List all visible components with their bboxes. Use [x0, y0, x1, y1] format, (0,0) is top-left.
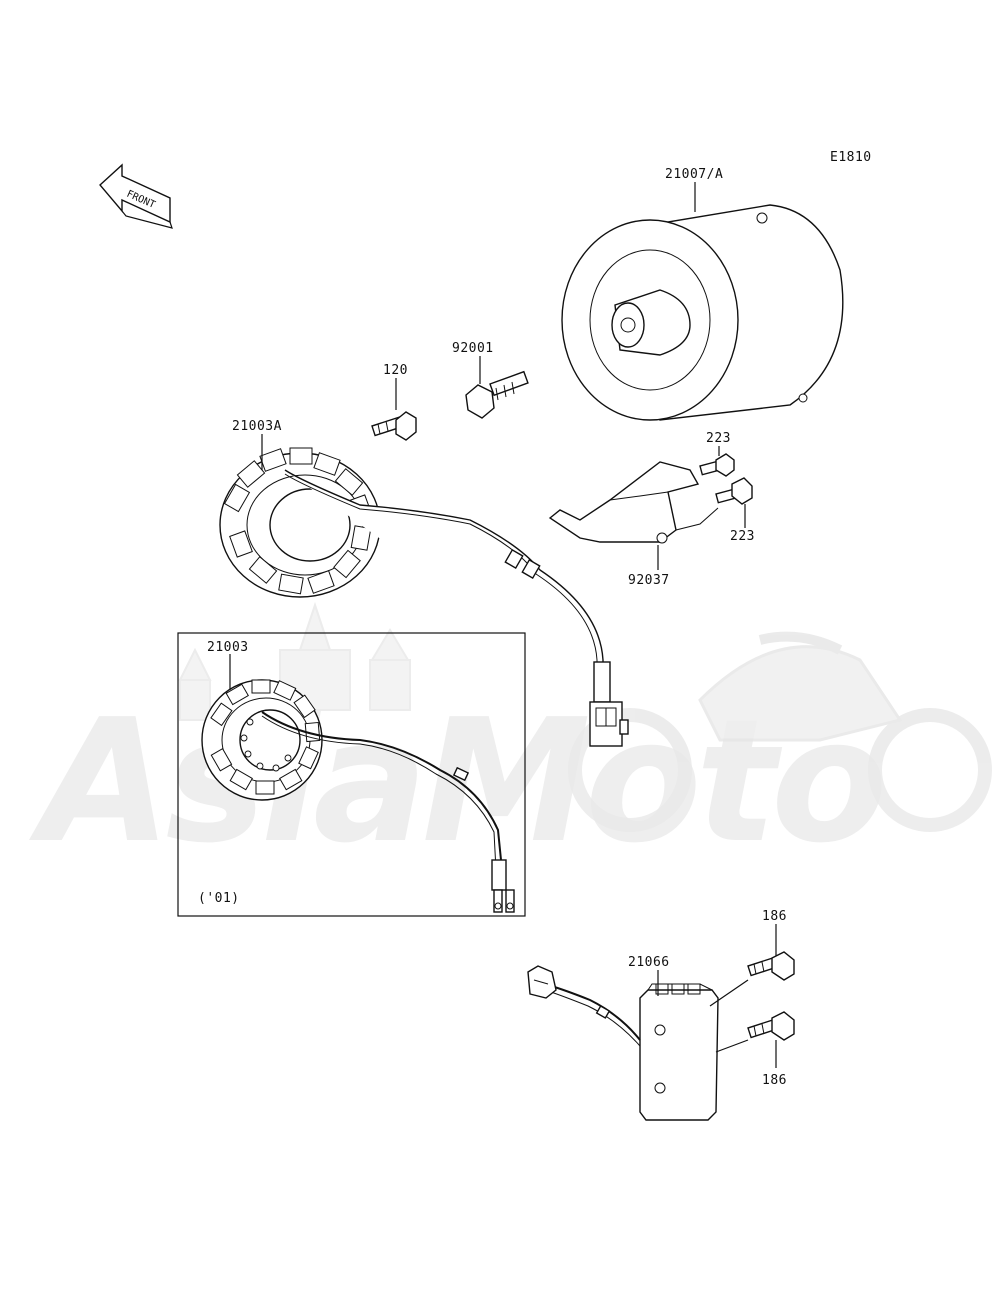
flywheel-part: [561, 204, 844, 421]
bolt-186-lower: [747, 1011, 795, 1041]
label-21003: 21003: [207, 640, 249, 655]
bolt-92001: [465, 370, 529, 419]
label-223-upper: 223: [706, 431, 731, 446]
inset-note: ('01): [198, 891, 240, 906]
watermark-motorcycle-icon: [568, 631, 992, 832]
label-92037: 92037: [628, 573, 670, 588]
bolt-186-upper: [747, 951, 795, 981]
label-21003A: 21003A: [232, 419, 282, 434]
label-186-upper: 186: [762, 909, 787, 924]
watermark-castle-icon: [178, 601, 411, 721]
label-92001: 92001: [452, 341, 494, 356]
label-120: 120: [383, 363, 408, 378]
bolt-223-lower: [715, 477, 753, 505]
bolt-223-upper: [699, 453, 735, 477]
label-186-lower: 186: [762, 1073, 787, 1088]
diagram-code: E1810: [830, 150, 872, 165]
label-223-lower: 223: [730, 529, 755, 544]
watermark: AsiaMoto: [28, 601, 992, 881]
bolt-120: [371, 411, 417, 441]
inset-box: [177, 632, 526, 917]
front-direction-arrow: FRONT: [99, 163, 173, 229]
label-21066: 21066: [628, 955, 670, 970]
stator-21003A: [219, 447, 629, 747]
regulator-21066: [527, 965, 719, 1121]
stator-21003-inset: [201, 679, 515, 913]
label-21007-A: 21007/A: [665, 167, 723, 182]
clamp-92037: [548, 461, 719, 544]
